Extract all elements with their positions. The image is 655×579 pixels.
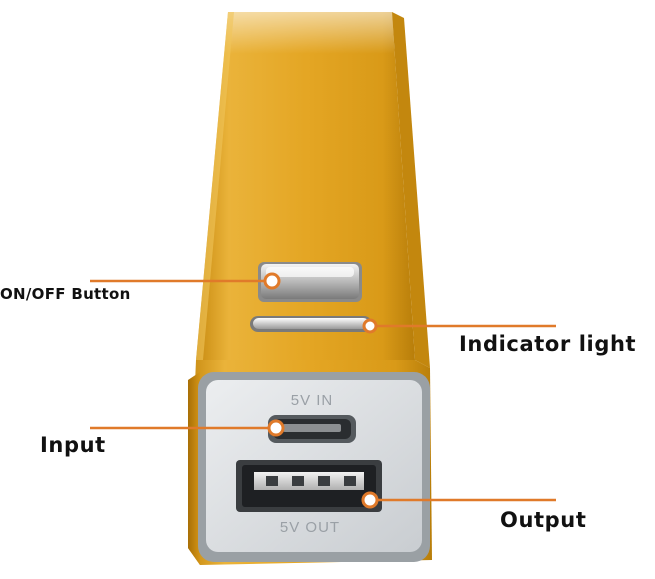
micro-usb-port[interactable] [268, 415, 356, 443]
end-cap-panel: 5V IN 5V OUT [198, 372, 430, 562]
callout-indicator [362, 318, 556, 334]
callout-onoff [90, 272, 281, 290]
input-port-marking: 5V IN [291, 392, 334, 409]
indicator-light-label: Indicator light [459, 332, 637, 356]
indicator-light [250, 316, 372, 332]
callout-input [90, 419, 285, 437]
output-port-marking: 5V OUT [280, 519, 340, 536]
usb-a-port[interactable] [236, 460, 382, 512]
output-label: Output [500, 508, 587, 532]
callout-output [361, 491, 556, 509]
power-button[interactable] [258, 262, 362, 302]
onoff-button-label: ON/OFF Button [0, 285, 131, 303]
input-label: Input [40, 433, 106, 457]
